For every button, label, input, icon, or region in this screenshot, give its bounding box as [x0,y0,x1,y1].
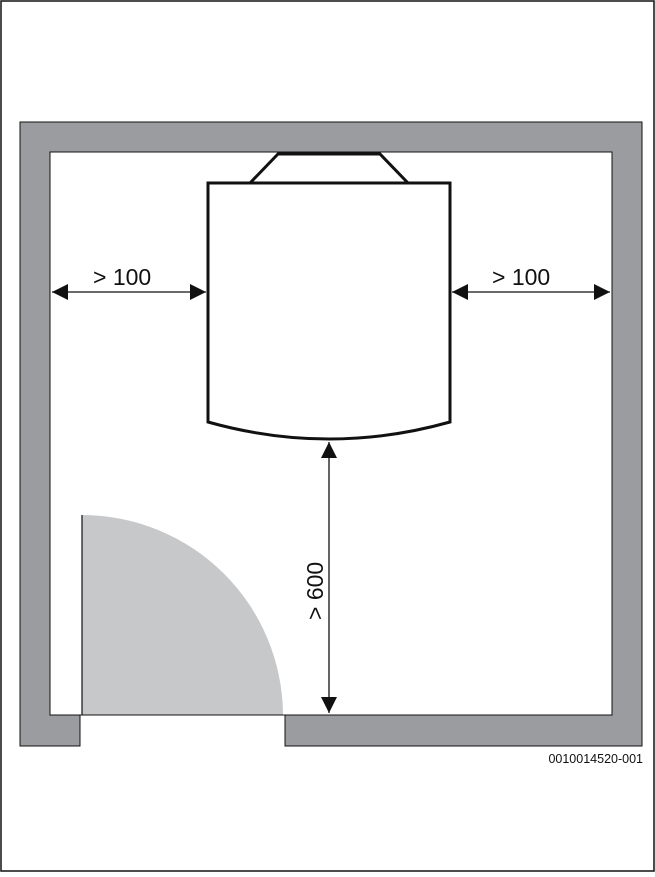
front-clearance-label: > 600 [302,562,328,620]
appliance-flue-connector [248,152,410,185]
left-clearance-label: > 100 [93,264,151,290]
figure-code: 0010014520-001 [548,752,643,766]
right-clearance-label: > 100 [492,264,550,290]
appliance-unit [206,152,452,441]
appliance-body [206,181,452,441]
room-walls [19,121,643,747]
door-swing-arc [82,515,283,715]
wall-main [19,121,643,747]
